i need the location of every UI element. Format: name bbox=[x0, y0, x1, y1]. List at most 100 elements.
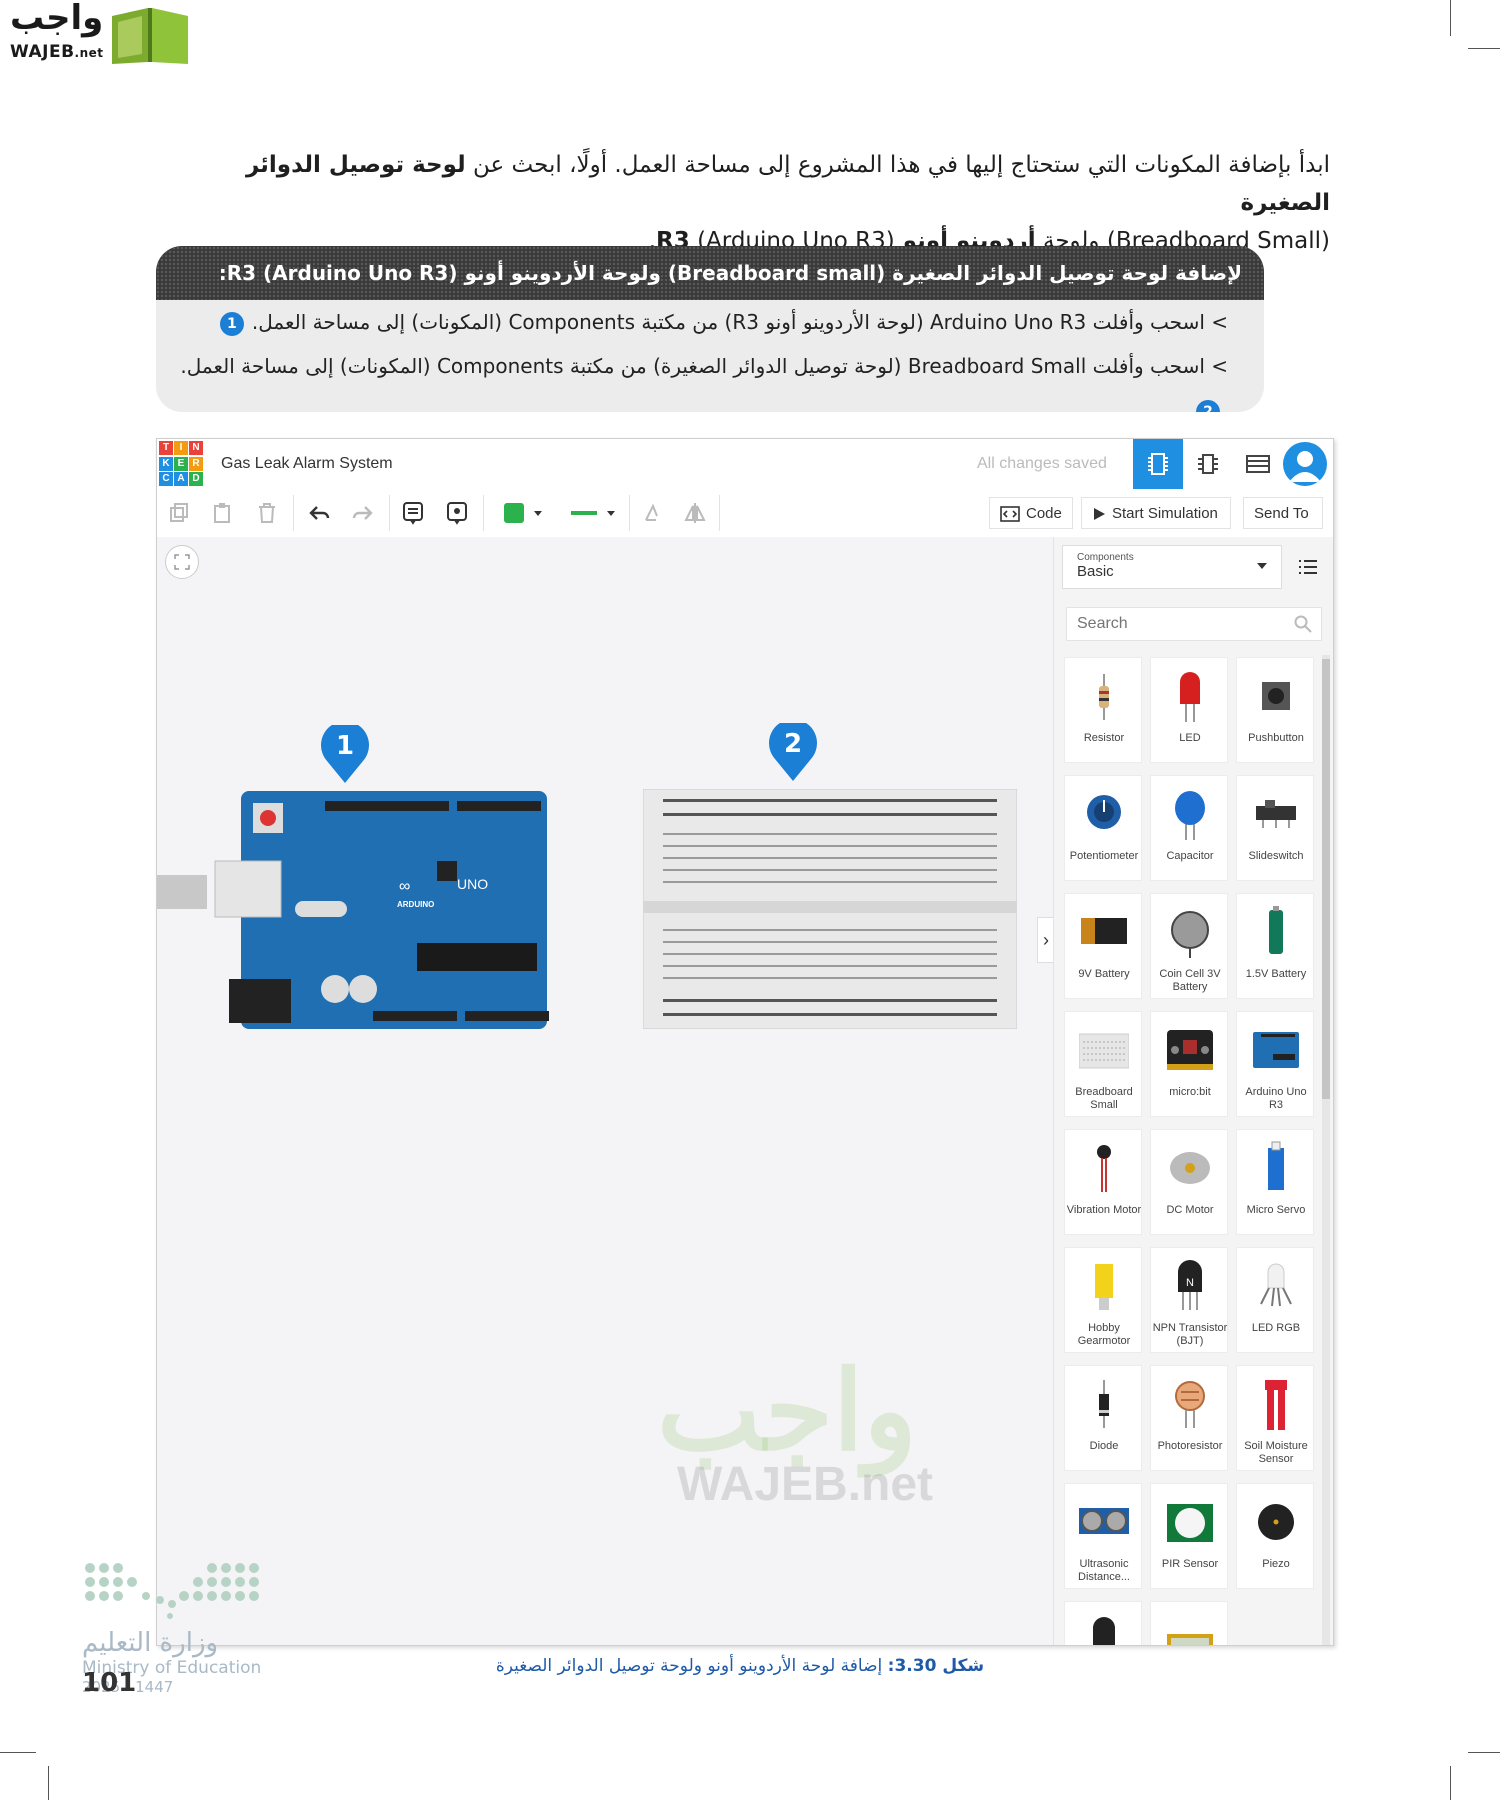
redo-icon bbox=[352, 506, 373, 520]
component-list-button[interactable] bbox=[1233, 439, 1283, 489]
component-arduino-uno[interactable]: Arduino Uno R3 bbox=[1236, 1011, 1314, 1117]
logo-arabic: واجب bbox=[10, 0, 104, 38]
flip-button[interactable] bbox=[679, 497, 711, 529]
components-dropdown[interactable]: Components Basic bbox=[1062, 545, 1282, 589]
piezo-icon bbox=[1258, 1504, 1294, 1540]
component-dc-motor[interactable]: DC Motor bbox=[1150, 1129, 1228, 1235]
crop-mark bbox=[1450, 1766, 1451, 1800]
collapse-panel-button[interactable]: › bbox=[1037, 917, 1054, 963]
wire-line-icon bbox=[571, 511, 597, 515]
project-title[interactable]: Gas Leak Alarm System bbox=[221, 455, 393, 472]
components-panel: Components Basic Resistor LED Pushbutton… bbox=[1053, 537, 1333, 1645]
tinkercad-window: T I N K E R C A D Gas Leak Alarm System … bbox=[156, 438, 1334, 1646]
battery-9v-icon bbox=[1081, 918, 1127, 944]
wire-color-picker[interactable] bbox=[493, 497, 553, 529]
note-icon bbox=[403, 502, 423, 525]
component-temperature-sensor[interactable] bbox=[1064, 1601, 1142, 1645]
steps-box: لإضافة لوحة توصيل الدوائر الصغيرة (Bread… bbox=[156, 246, 1264, 412]
battery-aa-icon bbox=[1269, 906, 1283, 954]
panel-scrollbar[interactable] bbox=[1322, 655, 1330, 1645]
workplane[interactable]: ∞ UNO ARDUINO واجب WAJEB.net 1 bbox=[157, 537, 1054, 1645]
component-resistor[interactable]: Resistor bbox=[1064, 657, 1142, 763]
step-badge: 2 bbox=[1196, 399, 1220, 412]
component-micro-servo[interactable]: Micro Servo bbox=[1236, 1129, 1314, 1235]
schematic-view-button[interactable] bbox=[1183, 439, 1233, 489]
flip-icon bbox=[684, 503, 706, 523]
copy-button[interactable] bbox=[163, 497, 195, 529]
breadboard-icon bbox=[1079, 1033, 1129, 1069]
send-to-button[interactable]: Send To bbox=[1243, 497, 1323, 529]
component-microbit[interactable]: micro:bit bbox=[1150, 1011, 1228, 1117]
led-rgb-icon bbox=[1260, 1263, 1292, 1307]
crop-mark bbox=[0, 1752, 36, 1753]
component-led-rgb[interactable]: LED RGB bbox=[1236, 1247, 1314, 1353]
watermark-arabic: واجب bbox=[657, 1350, 917, 1473]
tmp-sensor-icon bbox=[1093, 1617, 1115, 1645]
component-1-5v-battery[interactable]: 1.5V Battery bbox=[1236, 893, 1314, 999]
component-led[interactable]: LED bbox=[1150, 657, 1228, 763]
chevron-down-icon bbox=[607, 510, 615, 516]
step-badge: 1 bbox=[219, 311, 244, 336]
wajeb-logo: واجب WAJEB.net bbox=[8, 0, 193, 66]
component-coin-cell[interactable]: Coin Cell 3V Battery bbox=[1150, 893, 1228, 999]
chip-icon bbox=[1148, 453, 1168, 475]
arduino-uno-board[interactable]: ∞ UNO ARDUINO bbox=[157, 791, 557, 1055]
vibration-motor-icon bbox=[1097, 1145, 1111, 1192]
table-icon bbox=[1246, 455, 1270, 473]
component-hobby-gearmotor[interactable]: Hobby Gearmotor bbox=[1064, 1247, 1142, 1353]
user-avatar[interactable] bbox=[1283, 442, 1327, 486]
crop-mark bbox=[1468, 48, 1500, 49]
component-slideswitch[interactable]: Slideswitch bbox=[1236, 775, 1314, 881]
component-photoresistor[interactable]: Photoresistor bbox=[1150, 1365, 1228, 1471]
fit-view-button[interactable] bbox=[165, 545, 199, 579]
component-multimeter[interactable] bbox=[1150, 1601, 1228, 1645]
component-pushbutton[interactable]: Pushbutton bbox=[1236, 657, 1314, 763]
component-potentiometer[interactable]: Potentiometer bbox=[1064, 775, 1142, 881]
delete-button[interactable] bbox=[251, 497, 283, 529]
undo-button[interactable] bbox=[303, 497, 335, 529]
logo-english: WAJEB.net bbox=[10, 42, 104, 62]
component-diode[interactable]: Diode bbox=[1064, 1365, 1142, 1471]
tinkercad-logo[interactable]: T I N K E R C A D bbox=[159, 441, 205, 487]
search-icon bbox=[1294, 615, 1312, 633]
redo-button[interactable] bbox=[347, 497, 379, 529]
multimeter-icon bbox=[1167, 1634, 1213, 1645]
component-soil-moisture-sensor[interactable]: Soil Moisture Sensor bbox=[1236, 1365, 1314, 1471]
breadboard-small[interactable] bbox=[643, 789, 1017, 1029]
component-breadboard-small[interactable]: Breadboard Small bbox=[1064, 1011, 1142, 1117]
code-button[interactable]: Code bbox=[989, 497, 1073, 529]
start-simulation-button[interactable]: Start Simulation bbox=[1081, 497, 1231, 529]
ministry-logo: وزارة التعليم Ministry of Education 2025… bbox=[82, 1560, 282, 1696]
svg-text:N: N bbox=[1186, 1277, 1194, 1289]
component-ultrasonic-sensor[interactable]: Ultrasonic Distance... bbox=[1064, 1483, 1142, 1589]
user-icon bbox=[1289, 451, 1321, 482]
search-input[interactable] bbox=[1066, 607, 1322, 641]
component-piezo[interactable]: Piezo bbox=[1236, 1483, 1314, 1589]
resistor-icon bbox=[1099, 674, 1109, 720]
list-view-icon[interactable] bbox=[1298, 559, 1318, 575]
edit-toolbar: Code Start Simulation Send To bbox=[157, 489, 1333, 538]
pir-sensor-icon bbox=[1167, 1504, 1213, 1542]
paste-button[interactable] bbox=[207, 497, 239, 529]
svg-text:UNO: UNO bbox=[457, 876, 488, 892]
arduino-icon bbox=[1253, 1032, 1299, 1068]
rotate-button[interactable] bbox=[637, 497, 669, 529]
circuit-view-button[interactable] bbox=[1133, 439, 1183, 489]
transistor-icon: N bbox=[1178, 1260, 1202, 1310]
notes-button[interactable] bbox=[397, 497, 429, 529]
step-2: > اسحب وأفلت Breadboard Small (لوحة توصي… bbox=[156, 344, 1264, 412]
dots-logo-icon bbox=[85, 1563, 259, 1619]
component-capacitor[interactable]: Capacitor bbox=[1150, 775, 1228, 881]
svg-text:ARDUINO: ARDUINO bbox=[397, 900, 434, 909]
show-notes-button[interactable] bbox=[441, 497, 473, 529]
component-9v-battery[interactable]: 9V Battery bbox=[1064, 893, 1142, 999]
step-1: > اسحب وأفلت Arduino Uno R3 (لوحة الأردو… bbox=[156, 300, 1264, 344]
ministry-english: Ministry of Education bbox=[82, 1658, 262, 1678]
trash-icon bbox=[259, 503, 275, 523]
component-vibration-motor[interactable]: Vibration Motor bbox=[1064, 1129, 1142, 1235]
component-pir-sensor[interactable]: PIR Sensor bbox=[1150, 1483, 1228, 1589]
wire-type-picker[interactable] bbox=[563, 497, 623, 529]
led-icon bbox=[1180, 672, 1200, 722]
figure-caption: شكل 3.30: إضافة لوحة الأردوينو أونو ولوح… bbox=[495, 1656, 985, 1676]
